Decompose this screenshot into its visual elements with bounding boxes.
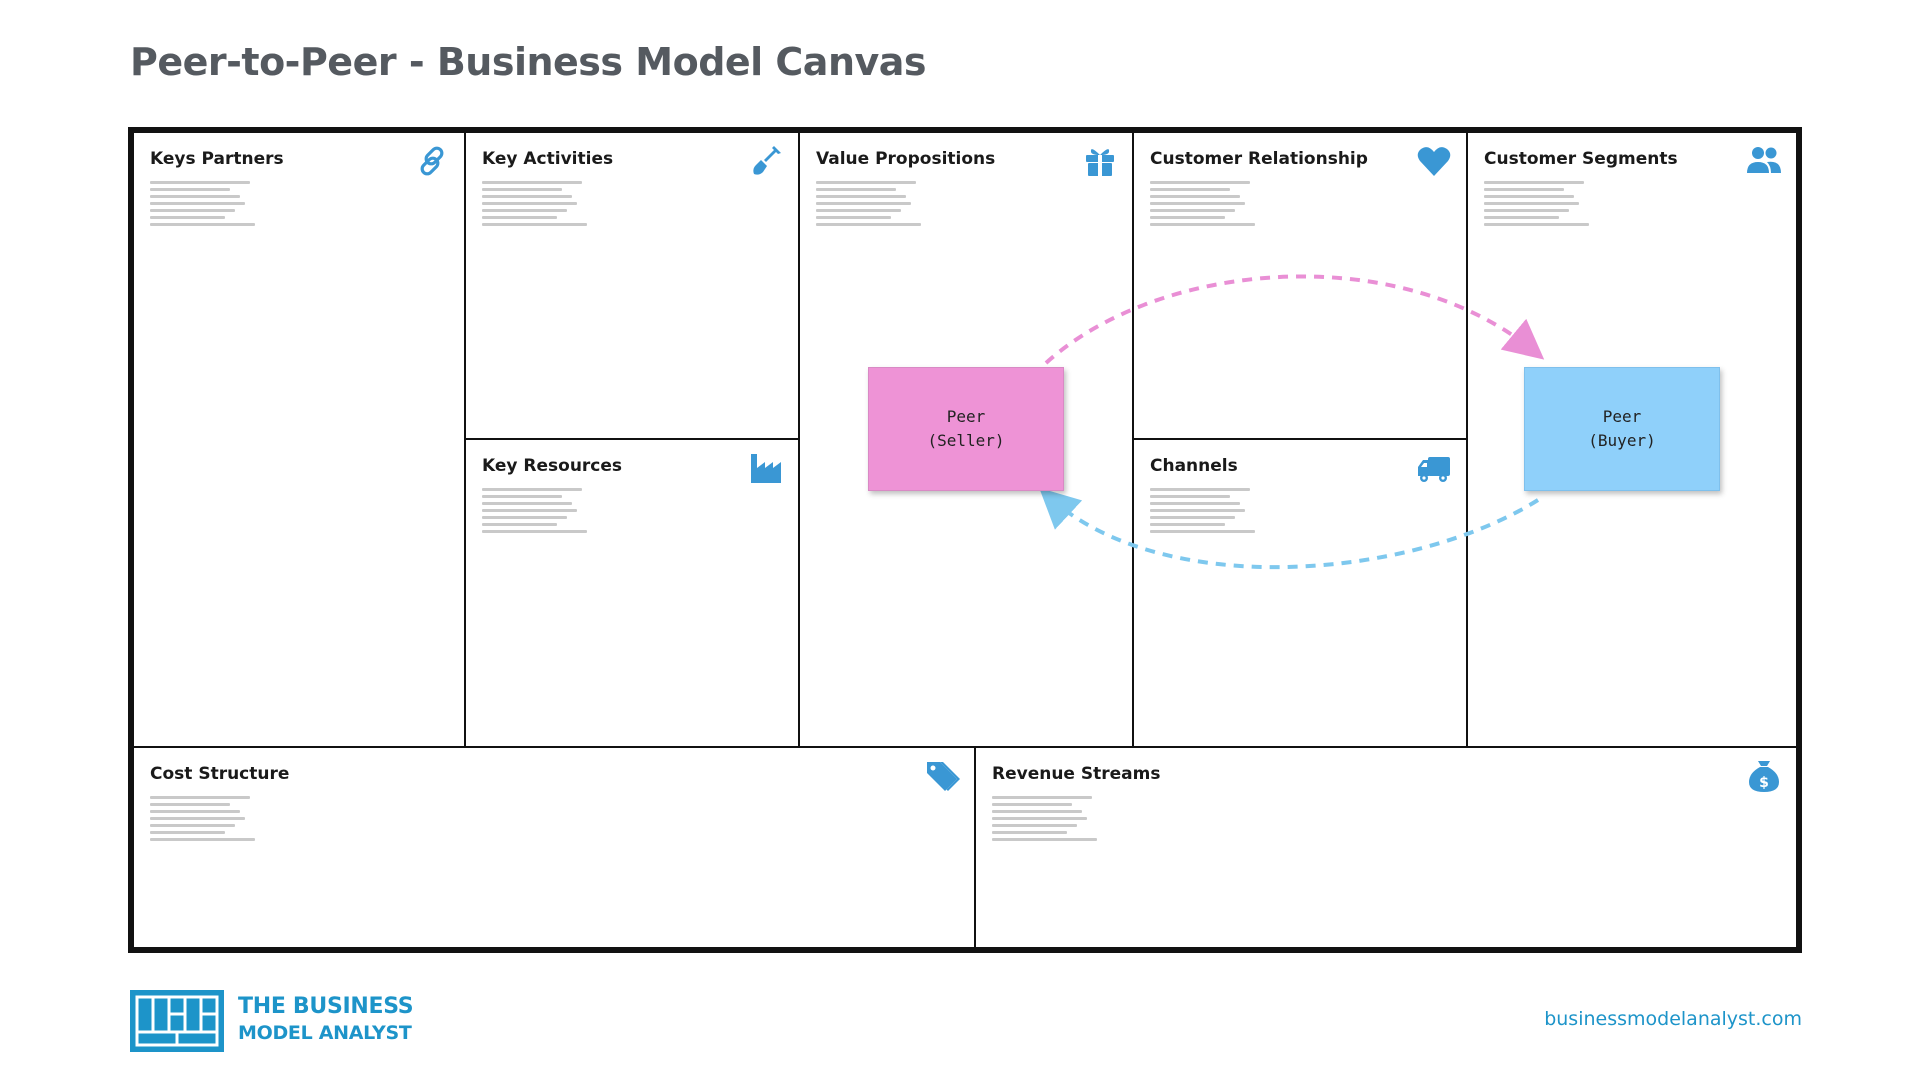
- placeholder-text: [150, 181, 290, 230]
- svg-text:$: $: [1759, 775, 1769, 791]
- block-title-customer-relationship: Customer Relationship: [1150, 149, 1368, 169]
- money-bag-icon: $: [1746, 758, 1782, 794]
- tag-icon: [924, 758, 960, 794]
- block-title-customer-segments: Customer Segments: [1484, 149, 1678, 169]
- block-customer-relationship: Customer Relationship: [1132, 131, 1468, 440]
- block-cost-structure: Cost Structure: [132, 746, 976, 949]
- placeholder-text: [992, 796, 1132, 845]
- note-seller-line2: (Seller): [927, 431, 1005, 450]
- note-buyer-line1: Peer: [1602, 407, 1642, 426]
- block-key-resources: Key Resources: [464, 438, 800, 748]
- placeholder-text: [1484, 181, 1624, 230]
- factory-icon: [748, 450, 784, 486]
- placeholder-text: [816, 181, 956, 230]
- note-seller-line1: Peer: [946, 407, 986, 426]
- block-title-revenue-streams: Revenue Streams: [992, 764, 1161, 784]
- placeholder-text: [1150, 181, 1290, 230]
- placeholder-text: [1150, 488, 1290, 537]
- heart-icon: [1416, 143, 1452, 179]
- block-key-partners: Keys Partners: [132, 131, 466, 748]
- block-title-cost-structure: Cost Structure: [150, 764, 290, 784]
- block-title-key-activities: Key Activities: [482, 149, 614, 169]
- note-peer-buyer[interactable]: Peer (Buyer): [1524, 367, 1720, 491]
- block-key-activities: Key Activities: [464, 131, 800, 440]
- link-icon: [414, 143, 450, 179]
- placeholder-text: [482, 488, 622, 537]
- business-model-canvas: Keys Partners Key Activities Key Resourc…: [128, 127, 1802, 953]
- page-title: Peer-to-Peer - Business Model Canvas: [130, 40, 927, 84]
- brand-logo-icon: [130, 990, 224, 1052]
- block-title-key-partners: Keys Partners: [150, 149, 284, 169]
- brand-line2: MODEL ANALYST: [238, 1022, 412, 1044]
- truck-icon: [1416, 450, 1452, 486]
- note-peer-seller[interactable]: Peer (Seller): [868, 367, 1064, 491]
- block-title-value-propositions: Value Propositions: [816, 149, 996, 169]
- users-icon: [1746, 143, 1782, 179]
- shovel-icon: [748, 143, 784, 179]
- block-title-key-resources: Key Resources: [482, 456, 623, 476]
- brand-name: THE BUSINESS MODEL ANALYST: [238, 994, 414, 1046]
- block-channels: Channels: [1132, 438, 1468, 748]
- gift-icon: [1082, 143, 1118, 179]
- website-link[interactable]: businessmodelanalyst.com: [1544, 1008, 1802, 1030]
- placeholder-text: [150, 796, 290, 845]
- block-title-channels: Channels: [1150, 456, 1238, 476]
- note-buyer-line2: (Buyer): [1588, 431, 1656, 450]
- block-revenue-streams: Revenue Streams $: [974, 746, 1798, 949]
- brand-line1: THE BUSINESS: [238, 994, 414, 1019]
- placeholder-text: [482, 181, 622, 230]
